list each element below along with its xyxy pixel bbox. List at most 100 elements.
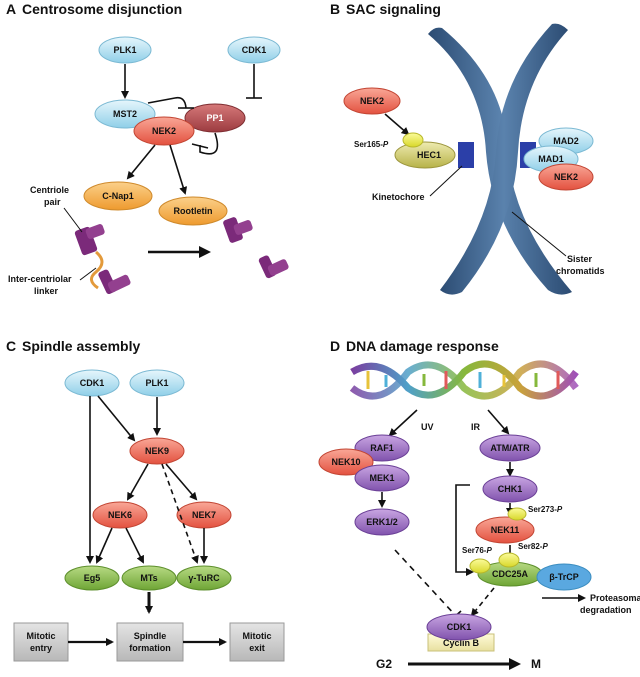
erk-inhibits-cdk1-dashed — [394, 549, 457, 617]
b-nek2-label: NEK2 — [360, 96, 384, 106]
atm-atr-node — [479, 434, 541, 462]
chk1-label: CHK1 — [498, 484, 523, 494]
gturc-label: γ-TuRC — [188, 573, 220, 583]
panel-a-title: Centrosome disjunction — [22, 1, 182, 17]
nek11-node — [475, 516, 535, 544]
panel-a-letter: A — [6, 1, 16, 17]
ser76-label: Ser76-P — [462, 546, 492, 555]
c-cdk1-node — [64, 369, 120, 397]
panel-d-title: DNA damage response — [346, 338, 499, 354]
plk1-label: PLK1 — [113, 45, 136, 55]
nek10-node — [318, 448, 374, 476]
mst2-label: MST2 — [113, 109, 137, 119]
kinetochore-left — [458, 142, 474, 168]
panel-b: B SAC signaling NEK2 HEC1 Ser165-P Kinet… — [330, 1, 605, 295]
mst2-inhibits-pp1 — [147, 96, 187, 109]
erk12-node — [354, 508, 410, 536]
b-nek2-node — [343, 87, 401, 115]
nek9-label: NEK9 — [145, 446, 169, 456]
panel-a: A Centrosome disjunction PLK1 CDK1 MST2 … — [6, 1, 289, 296]
centriole-pair-label-2: pair — [44, 197, 61, 207]
pp1-inhibit-bar — [191, 143, 209, 149]
mek1-node — [354, 464, 410, 492]
raf1-label: RAF1 — [370, 443, 394, 453]
centriole-pair-label-1: Centriole — [30, 185, 69, 195]
nek7-label: NEK7 — [192, 510, 216, 520]
nek2-node — [133, 116, 195, 146]
b-nek2-right-node — [538, 163, 594, 191]
cdk1-label: CDK1 — [242, 45, 267, 55]
btrcp-label: β-TrCP — [549, 572, 579, 582]
chk1-node — [482, 475, 538, 503]
gturc-node — [176, 565, 232, 591]
panel-c-letter: C — [6, 338, 16, 354]
ser82-label: Ser82-P — [518, 542, 548, 551]
cdc25a-label: CDC25A — [492, 569, 529, 579]
panel-b-title: SAC signaling — [346, 1, 441, 17]
mek1-label: MEK1 — [369, 473, 394, 483]
proteasomal-label-2: degradation — [580, 605, 632, 615]
hec1-label: HEC1 — [417, 150, 441, 160]
m-label: M — [531, 657, 541, 671]
uv-arrow — [388, 409, 418, 437]
c-plk1-label: PLK1 — [145, 378, 168, 388]
sister-pointer — [511, 211, 567, 257]
pp1-label: PP1 — [206, 113, 223, 123]
proteasomal-label-1: Proteasomal — [590, 593, 640, 603]
nek11-label: NEK11 — [491, 525, 520, 535]
dna-helix — [349, 360, 579, 400]
atm-atr-label: ATM/ATR — [490, 443, 530, 453]
g2-label: G2 — [376, 657, 392, 671]
kinetochore-pointer — [429, 165, 463, 197]
linker-fiber — [90, 250, 104, 290]
uv-label: UV — [421, 422, 434, 432]
hec1-node — [394, 141, 456, 169]
mad2-label: MAD2 — [553, 136, 579, 146]
kinetochore-label: Kinetochore — [372, 192, 425, 202]
erk12-label: ERK1/2 — [366, 517, 398, 527]
ser82-phospho-site — [498, 552, 520, 568]
eg5-label: Eg5 — [84, 573, 101, 583]
cyclin-b-label: Cyclin B — [443, 638, 480, 648]
panel-c-title: Spindle assembly — [22, 338, 140, 354]
cnap1-label: C-Nap1 — [102, 191, 134, 201]
nek2-to-cnap1-arrow — [126, 144, 156, 180]
nek9-to-nek6-arrow — [127, 463, 149, 501]
nek6-node — [92, 501, 148, 529]
d-cdk1-label: CDK1 — [447, 622, 472, 632]
eg5-node — [64, 565, 120, 591]
spindle-formation-box — [116, 622, 184, 662]
mitotic-entry-box — [13, 622, 69, 662]
nek2-label: NEK2 — [152, 126, 176, 136]
mts-node — [121, 565, 177, 591]
cnap1-node — [83, 181, 153, 211]
b-nek2-right-label: NEK2 — [554, 172, 578, 182]
d-cdk1-node — [426, 613, 492, 641]
cdk1-to-nek9-arrow — [97, 395, 136, 442]
rootletin-label: Rootletin — [174, 206, 213, 216]
ir-label: IR — [471, 422, 481, 432]
nek6-to-mts-arrow — [125, 527, 144, 564]
mitotic-entry-label-1: Mitotic — [27, 631, 56, 641]
panel-b-letter: B — [330, 1, 340, 17]
mts-label: MTs — [140, 573, 157, 583]
centrioles-separated — [223, 217, 289, 279]
ser273-phospho-site — [507, 507, 527, 521]
nek2-to-rootletin-arrow — [169, 144, 188, 195]
panel-d-letter: D — [330, 338, 340, 354]
hec1-phospho-site — [402, 132, 424, 148]
pp1-node — [184, 103, 246, 133]
sister-label-2: chromatids — [556, 266, 605, 276]
c-cdk1-label: CDK1 — [80, 378, 105, 388]
mitotic-entry-label-2: entry — [30, 643, 52, 653]
spindle-label-1: Spindle — [134, 631, 167, 641]
nek9-to-nek7-arrow — [165, 463, 198, 501]
ir-arrow — [487, 409, 510, 435]
mitotic-exit-box — [229, 622, 285, 662]
plk1-node — [98, 36, 152, 64]
nek9-node — [129, 437, 185, 465]
spindle-label-2: formation — [129, 643, 171, 653]
panel-d: D DNA damage response UV IR RAF1 NEK10 M… — [318, 338, 640, 671]
pp1-inhibits-nek2 — [199, 132, 219, 155]
cdk1-node — [227, 36, 281, 64]
